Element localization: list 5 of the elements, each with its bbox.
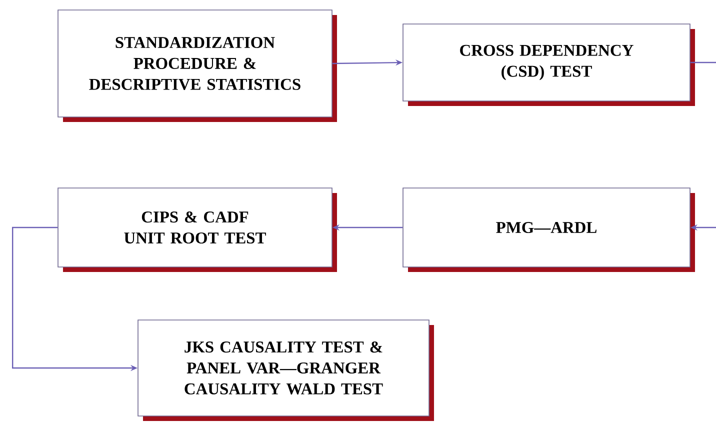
process-box: CIPS & CADF UNIT ROOT TEST	[58, 188, 337, 272]
process-box: STANDARDIZATION PROCEDURE & DESCRIPTIVE STATISTICS	[58, 10, 337, 122]
process-box: JKS CAUSALITY TEST & PANEL VAR—GRANGER CAUSALITY WALD TEST	[138, 320, 434, 421]
process-box: CROSS DEPENDENCY (CSD) TEST	[402, 24, 695, 106]
process-box: PMG—ARDL	[402, 188, 695, 272]
